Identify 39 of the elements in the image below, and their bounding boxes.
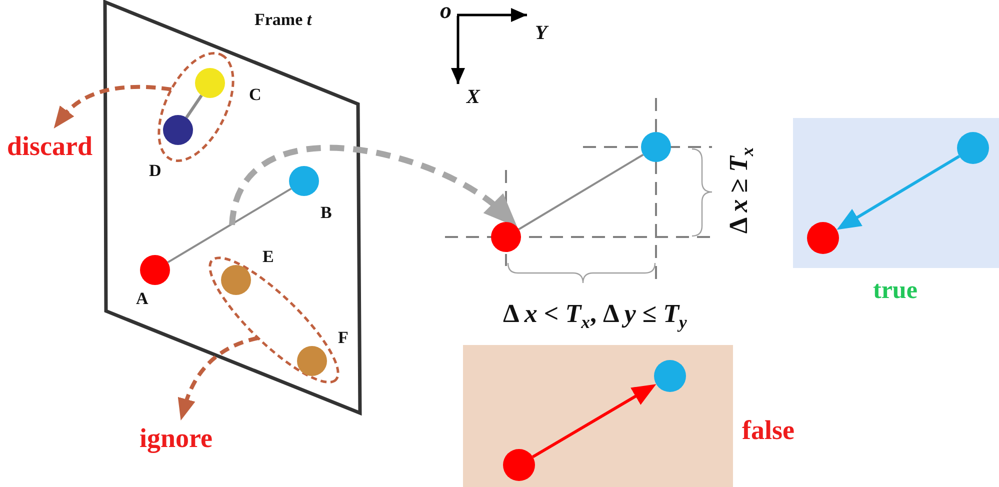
result-label: false xyxy=(742,416,794,444)
dashed-ellipse xyxy=(157,51,235,163)
action-label: ignore xyxy=(140,420,212,456)
connector-line xyxy=(185,94,203,118)
axis-label: X xyxy=(466,87,480,107)
frame-outline xyxy=(103,0,363,416)
keypoint-dot xyxy=(654,360,686,392)
dashed-arrow xyxy=(53,84,172,128)
point-label: F xyxy=(338,328,348,346)
arrow xyxy=(836,154,960,230)
keypoint-dot xyxy=(163,115,193,145)
point-label: A xyxy=(136,290,148,306)
keypoint-dot xyxy=(221,265,251,295)
frame-title: Frame t xyxy=(254,10,312,28)
keypoint-dot xyxy=(195,68,225,98)
dashed-arrow xyxy=(229,145,519,226)
arrow xyxy=(532,384,656,458)
result-label: true xyxy=(873,278,918,302)
keypoint-dot xyxy=(297,346,327,376)
result-panel xyxy=(793,118,999,268)
point-label: D xyxy=(149,162,162,178)
dashed-arrow xyxy=(178,336,259,420)
action-label: discard xyxy=(7,128,93,164)
keypoint-dot xyxy=(491,222,521,252)
axis-label: o xyxy=(440,0,452,22)
keypoint-dot xyxy=(289,166,319,196)
axis-label: Y xyxy=(535,23,548,43)
keypoint-dot xyxy=(957,132,989,164)
connector-line xyxy=(167,188,292,264)
keypoint-dot xyxy=(503,449,535,481)
keypoint-dot xyxy=(140,255,170,285)
connector-line xyxy=(518,154,644,230)
point-label: B xyxy=(320,204,332,220)
point-label: E xyxy=(262,248,274,264)
keypoint-dot xyxy=(807,222,839,254)
keypoint-dot xyxy=(641,132,671,162)
point-label: C xyxy=(249,86,262,102)
result-panel xyxy=(463,345,733,487)
threshold-formula: Δ x < T$_{x}$, Δ y ≤ T$_{y}$ xyxy=(503,300,687,332)
